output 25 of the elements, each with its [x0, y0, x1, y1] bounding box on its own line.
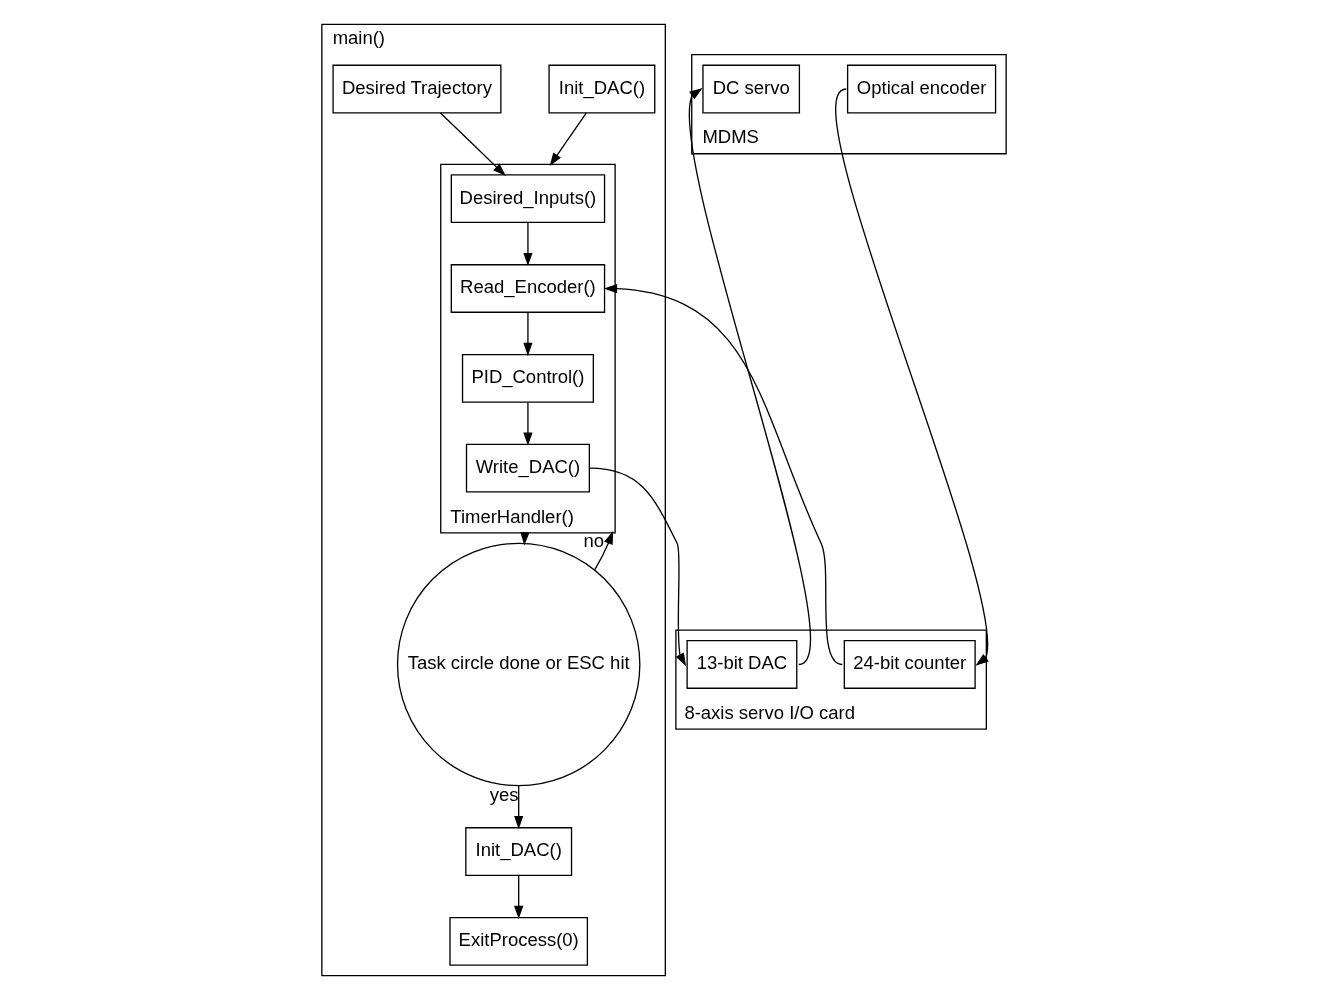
arrow [835, 88, 989, 666]
node-box: 24-bit counter [843, 640, 976, 689]
arrow [688, 87, 811, 666]
node-box: Init_DAC() [464, 827, 572, 876]
arrow [603, 284, 843, 666]
arrow [588, 467, 686, 667]
edge-label: yes [489, 784, 519, 806]
node-box: Write_DAC() [465, 443, 590, 493]
node-box: PID_Control() [461, 353, 594, 403]
node-box: Read_Encoder() [450, 264, 605, 313]
node-box: 13-bit DAC [685, 640, 797, 689]
arrow [522, 401, 533, 446]
node-box: Optical encoder [846, 64, 996, 114]
arrow [513, 875, 523, 919]
node-box: ExitProcess(0) [448, 916, 588, 966]
arrow [439, 112, 506, 177]
arrow [549, 112, 587, 166]
arrow [522, 222, 533, 267]
node-box: Desired Trajectory [331, 64, 501, 114]
arrow [513, 785, 523, 830]
node-box: DC servo [701, 64, 800, 114]
arrow [522, 312, 533, 356]
node-box: Desired_Inputs() [450, 174, 605, 224]
arrow [593, 531, 613, 571]
node-box: Init_DAC() [547, 64, 655, 114]
